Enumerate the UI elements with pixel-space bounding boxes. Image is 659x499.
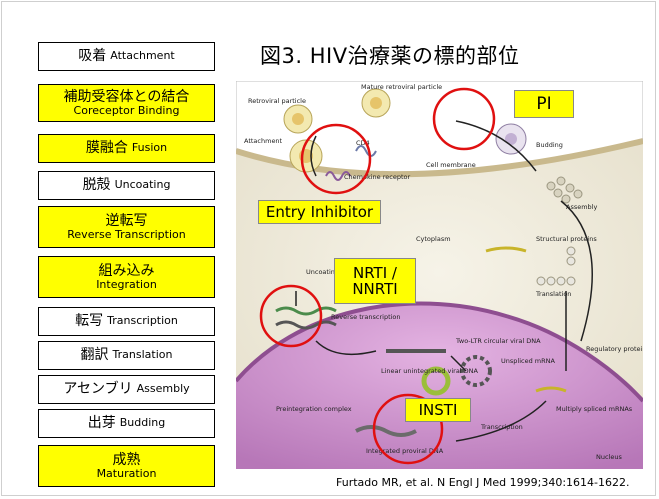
nuclear-membrane — [236, 301, 643, 403]
label-mature-particle: Mature retroviral particle — [361, 83, 442, 91]
citation: Furtado MR, et al. N Engl J Med 1999;340… — [336, 476, 630, 489]
step-jp: 転写 — [75, 313, 104, 330]
circular-dna — [421, 366, 451, 396]
step-translation: 翻訳 Translation — [38, 341, 215, 370]
label-two-ltr: Two-LTR circular viral DNA — [455, 337, 541, 345]
step-jp: 翻訳 — [80, 347, 109, 364]
step-jp: 吸着 — [78, 48, 107, 65]
step-reverse-transcription: 逆転写 Reverse Transcription — [38, 206, 215, 248]
step-jp: 脱殻 — [82, 177, 111, 194]
target-circle-integration — [372, 393, 444, 465]
virus-particle-mature — [361, 88, 391, 118]
label-unspliced: Unspliced mRNA — [501, 357, 555, 365]
step-en: Uncoating — [114, 178, 171, 192]
label-multiply-spliced: Multiply spliced mRNAs — [556, 405, 633, 413]
virus-particle-budding — [495, 123, 527, 155]
step-jp: 組み込み — [98, 262, 155, 279]
step-en: Integration — [96, 277, 157, 291]
step-attachment: 吸着 Attachment — [38, 42, 215, 71]
step-assembly: アセンブリ Assembly — [38, 375, 215, 404]
nucleus-area — [236, 303, 643, 469]
step-fusion: 膜融合 Fusion — [38, 134, 215, 163]
target-circle-rt — [259, 284, 323, 348]
step-budding: 出芽 Budding — [38, 409, 215, 438]
label-rt: Reverse transcription — [331, 313, 401, 321]
label-budding: Budding — [536, 141, 563, 149]
label-linear-dna: Linear unintegrated viral DNA — [381, 367, 479, 375]
drug-label-insti: INSTI — [405, 398, 471, 422]
label-regulatory: Regulatory proteins — [586, 345, 643, 353]
drug-label-entry-inhibitor: Entry Inhibitor — [258, 200, 381, 224]
step-en: Translation — [112, 348, 173, 362]
step-en: Attachment — [110, 49, 175, 63]
target-circle-entry — [300, 123, 372, 195]
two-ltr-circle — [460, 355, 492, 387]
label-structural-proteins: Structural proteins — [536, 235, 597, 243]
label-cytoplasm: Cytoplasm — [416, 235, 451, 243]
proviral-dna — [355, 425, 417, 437]
viral-dna — [275, 320, 337, 330]
step-en: Coreceptor Binding — [73, 103, 180, 117]
label-uncoating: Uncoating — [306, 268, 339, 276]
step-en: Fusion — [131, 141, 168, 155]
step-maturation: 成熟 Maturation — [38, 445, 215, 487]
step-en: Transcription — [107, 314, 178, 328]
label-retroviral-particle: Retroviral particle — [248, 97, 306, 105]
target-circles — [259, 87, 496, 465]
label-assembly: Assembly — [566, 203, 597, 211]
label-translation: Translation — [535, 290, 571, 298]
step-jp: 成熟 — [112, 451, 141, 468]
step-en: Reverse Transcription — [67, 227, 186, 241]
step-jp: 膜融合 — [85, 140, 128, 157]
target-circle-maturation — [432, 87, 496, 151]
virus-particle-top — [283, 104, 313, 134]
unspliced-mrna — [485, 246, 527, 253]
assembly-proteins — [546, 176, 583, 204]
cell-membrane — [236, 138, 643, 178]
translation-beads — [536, 246, 576, 286]
step-coreceptor-binding: 補助受容体との結合 Coreceptor Binding — [38, 84, 215, 122]
spliced-mrna — [535, 386, 567, 393]
label-chemokine: Chemokine receptor — [344, 173, 410, 181]
step-transcription: 転写 Transcription — [38, 307, 215, 336]
step-uncoating: 脱殻 Uncoating — [38, 171, 215, 200]
label-nucleus: Nucleus — [596, 453, 622, 461]
drug-label-nrti-nnrti: NRTI / NNRTI — [334, 258, 416, 304]
step-jp: 補助受容体との結合 — [63, 88, 190, 105]
step-integration: 組み込み Integration — [38, 256, 215, 298]
step-en: Assembly — [136, 382, 190, 396]
label-cell-membrane: Cell membrane — [426, 161, 476, 169]
label-preintegration: Preintegration complex — [276, 405, 352, 413]
drug-label-pi: PI — [514, 90, 574, 118]
step-jp: アセンブリ — [63, 381, 133, 398]
step-en: Maturation — [96, 466, 157, 480]
chemokine-receptor — [325, 171, 351, 181]
step-jp: 出芽 — [87, 415, 116, 432]
slide-title: 図3. HIV治療薬の標的部位 — [260, 44, 520, 68]
viral-rna — [275, 306, 337, 316]
label-integrated: Integrated proviral DNA — [366, 447, 444, 455]
label-transcription: Transcription — [480, 423, 523, 431]
label-cd4: CD4 — [356, 139, 370, 147]
step-jp: 逆転写 — [105, 212, 148, 229]
label-attachment: Attachment — [244, 137, 283, 145]
flow-arrows — [295, 120, 593, 442]
cd4-receptor — [355, 145, 377, 157]
step-en: Budding — [119, 416, 166, 430]
